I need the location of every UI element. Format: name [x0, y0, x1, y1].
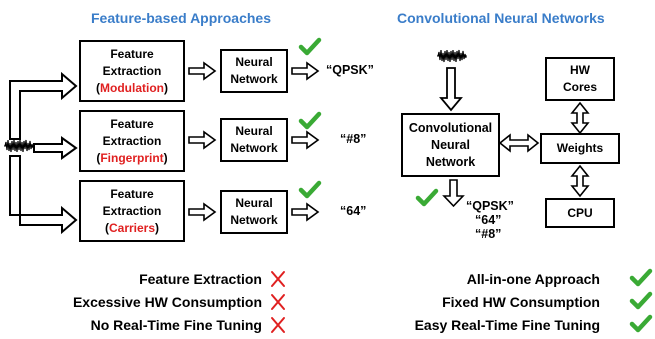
neural-network-box-3: Neural Network	[220, 190, 288, 234]
hollow-arrow-icon	[439, 67, 463, 112]
output-label: “64”	[475, 213, 502, 227]
con-item: Feature Extraction	[139, 271, 262, 287]
hw-line2: Cores	[562, 80, 597, 94]
hw-line1: HW	[570, 63, 590, 77]
hw-cores-box: HW Cores	[545, 57, 615, 101]
feature-extraction-box-fingerprint: Feature Extraction (Fingerprint)	[79, 110, 185, 172]
nn-line2: Network	[230, 141, 278, 155]
output-label: “64”	[340, 204, 367, 218]
cnn-line3: Network	[425, 154, 476, 169]
hollow-arrow-icon	[188, 61, 217, 222]
pro-item: Easy Real-Time Fine Tuning	[414, 317, 600, 333]
check-icon	[301, 114, 319, 127]
hollow-arrow-icon	[442, 179, 465, 208]
waveform-icon	[436, 49, 468, 63]
fe-line3: (Modulation)	[96, 80, 168, 95]
hollow-arrow-icon	[570, 101, 590, 198]
feature-extraction-box-carriers: Feature Extraction (Carriers)	[79, 180, 185, 242]
output-label: “#8”	[475, 227, 502, 241]
cnn-box: Convolutional Neural Network	[401, 113, 500, 177]
output-label: “QPSK”	[326, 63, 374, 77]
nn-line1: Neural	[235, 196, 273, 210]
neural-network-box-2: Neural Network	[220, 118, 288, 162]
nn-line2: Network	[230, 72, 278, 86]
fe-line1: Feature	[110, 116, 154, 131]
cnn-line2: Neural	[431, 137, 470, 152]
fe-line3: (Fingerprint)	[96, 150, 168, 165]
hollow-arrow-icon	[498, 133, 540, 153]
cnn-line1: Convolutional	[408, 120, 493, 135]
cross-icon	[271, 294, 285, 310]
pro-item: Fixed HW Consumption	[442, 294, 600, 310]
fe-highlight: Fingerprint	[100, 150, 164, 165]
fe-highlight: Carriers	[108, 220, 156, 235]
fe-highlight: Modulation	[100, 80, 164, 95]
con-item: No Real-Time Fine Tuning	[90, 317, 262, 333]
weights-box: Weights	[540, 133, 620, 164]
fe-line2: Extraction	[102, 63, 162, 78]
nn-line1: Neural	[235, 124, 273, 138]
fe-line1: Feature	[110, 46, 154, 61]
left-title: Feature-based Approaches	[91, 10, 271, 26]
cross-icon	[271, 317, 285, 333]
weights-label: Weights	[556, 141, 604, 155]
check-icon	[632, 271, 650, 284]
con-item: Excessive HW Consumption	[72, 294, 262, 310]
fe-line2: Extraction	[102, 203, 162, 218]
output-label: “QPSK”	[466, 199, 514, 213]
feature-extraction-box-modulation: Feature Extraction (Modulation)	[79, 40, 185, 102]
fe-line1: Feature	[110, 186, 154, 201]
check-icon	[632, 294, 650, 307]
nn-line2: Network	[230, 213, 278, 227]
cpu-box: CPU	[545, 198, 615, 228]
cpu-label: CPU	[567, 205, 593, 220]
check-icon	[632, 317, 650, 330]
hollow-arrow-icon	[9, 71, 78, 235]
check-icon	[301, 183, 319, 196]
check-icon	[418, 191, 436, 204]
nn-line1: Neural	[235, 55, 273, 69]
hollow-arrow-icon	[291, 61, 320, 222]
output-label: “#8”	[340, 132, 367, 146]
waveform-icon	[3, 139, 35, 153]
fe-line3: (Carriers)	[104, 220, 160, 235]
check-icon	[301, 40, 319, 53]
pro-item: All-in-one Approach	[466, 271, 600, 287]
right-title: Convolutional Neural Networks	[397, 10, 605, 26]
neural-network-box-1: Neural Network	[220, 49, 288, 93]
cross-icon	[271, 271, 285, 287]
fe-line2: Extraction	[102, 133, 162, 148]
